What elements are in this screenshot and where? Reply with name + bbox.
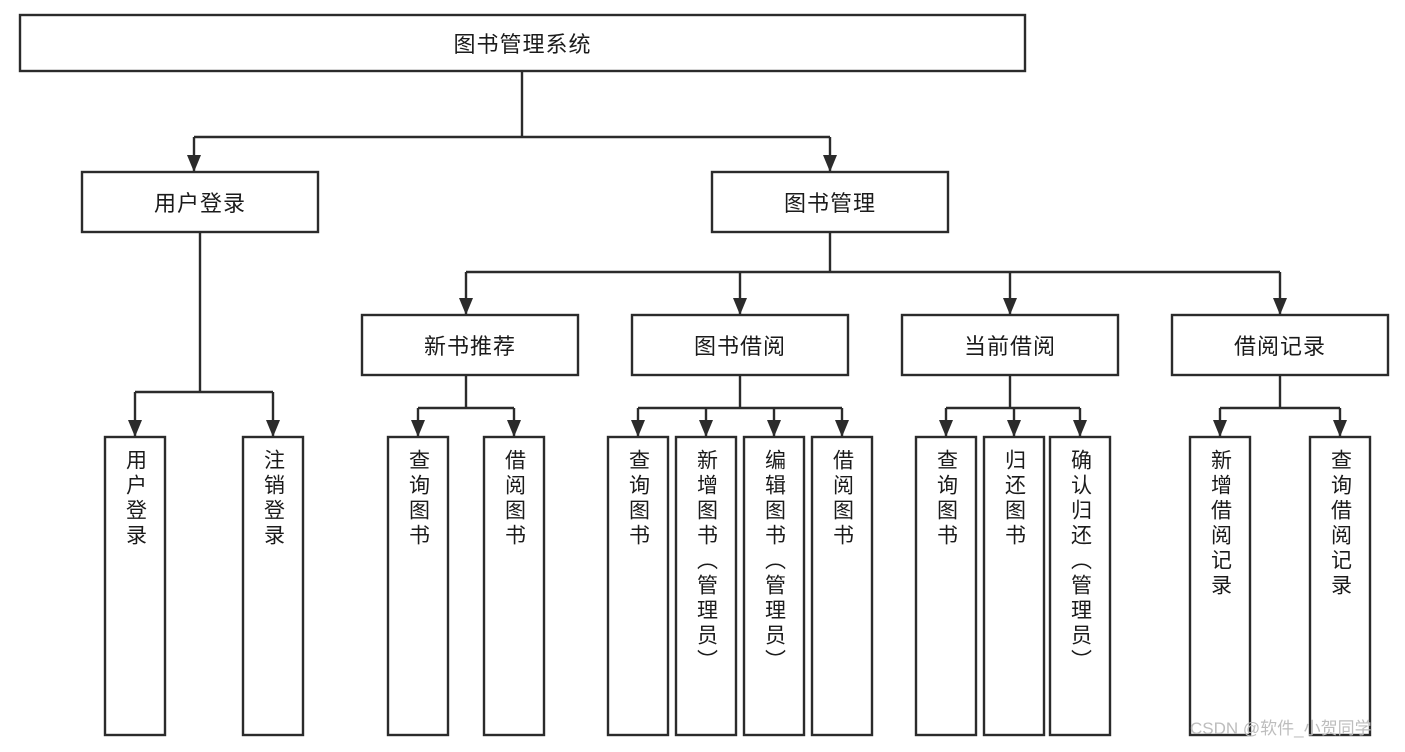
arrow-head-icon xyxy=(1273,298,1287,315)
node-box-leaf-logout-login[interactable] xyxy=(241,435,305,737)
node-box-root[interactable] xyxy=(18,13,1027,73)
arrow-head-icon xyxy=(187,155,201,172)
watermark: CSDN @软件_小贺同学 xyxy=(1190,719,1372,738)
node-box-leaf-add-borrow-record[interactable] xyxy=(1188,435,1252,737)
node-box-user-login[interactable] xyxy=(80,170,320,234)
arrow-head-icon xyxy=(767,420,781,437)
node-box-book-management[interactable] xyxy=(710,170,950,234)
connector-bookmgmt-to-level3 xyxy=(459,232,1287,315)
connector-userlogin-to-leaves xyxy=(128,232,280,437)
arrow-head-icon xyxy=(699,420,713,437)
arrow-head-icon xyxy=(1003,298,1017,315)
node-box-current-borrow[interactable] xyxy=(900,313,1120,377)
arrow-head-icon xyxy=(459,298,473,315)
node-box-leaf-user-login[interactable] xyxy=(103,435,167,737)
arrow-head-icon xyxy=(1073,420,1087,437)
connector-borrow-to-leaves xyxy=(631,375,849,437)
arrow-head-icon xyxy=(1007,420,1021,437)
arrow-head-icon xyxy=(1213,420,1227,437)
node-box-leaf-borrow-book-recommend[interactable] xyxy=(482,435,546,737)
arrow-head-icon xyxy=(631,420,645,437)
node-box-new-book-recommend[interactable] xyxy=(360,313,580,377)
connector-current-to-leaves xyxy=(939,375,1087,437)
connector-recommend-to-leaves xyxy=(411,375,521,437)
arrow-head-icon xyxy=(128,420,142,437)
arrow-head-icon xyxy=(835,420,849,437)
arrow-head-icon xyxy=(266,420,280,437)
node-box-leaf-query-book-borrow[interactable] xyxy=(606,435,670,737)
node-box-book-borrow[interactable] xyxy=(630,313,850,377)
node-box-leaf-borrow-book[interactable] xyxy=(810,435,874,737)
node-layer xyxy=(18,13,1390,737)
node-box-leaf-query-borrow-record[interactable] xyxy=(1308,435,1372,737)
node-box-leaf-return-book[interactable] xyxy=(982,435,1046,737)
arrow-head-icon xyxy=(823,155,837,172)
connector-root-to-level2 xyxy=(187,71,837,172)
arrow-head-icon xyxy=(411,420,425,437)
node-box-leaf-confirm-return-admin[interactable] xyxy=(1048,435,1112,737)
arrow-head-icon xyxy=(939,420,953,437)
connector-layer xyxy=(128,71,1347,437)
node-box-leaf-edit-book-admin[interactable] xyxy=(742,435,806,737)
arrow-head-icon xyxy=(733,298,747,315)
node-box-borrow-record[interactable] xyxy=(1170,313,1390,377)
arrow-head-icon xyxy=(507,420,521,437)
node-box-leaf-query-book-current[interactable] xyxy=(914,435,978,737)
connector-record-to-leaves xyxy=(1213,375,1347,437)
arrow-head-icon xyxy=(1333,420,1347,437)
node-box-leaf-add-book-admin[interactable] xyxy=(674,435,738,737)
node-box-leaf-query-book-recommend[interactable] xyxy=(386,435,450,737)
